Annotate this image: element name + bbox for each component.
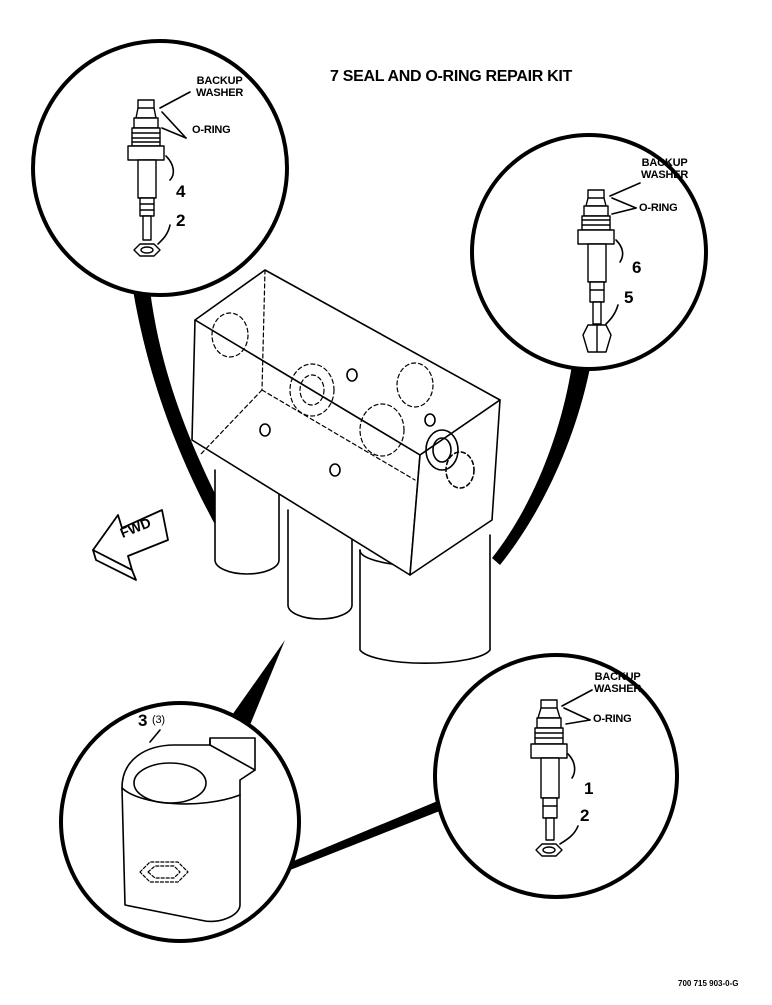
- part-number-5: 5: [624, 288, 634, 307]
- part-number-2-bottom-right: 2: [580, 806, 590, 825]
- part-number-1: 1: [584, 779, 594, 798]
- label-oring-top-right: O-RING: [639, 202, 678, 214]
- leader-arm-top-right: [492, 365, 590, 565]
- drawing-code: 700 715 903-0-G: [678, 979, 739, 988]
- valve-block-assembly: [191, 269, 501, 665]
- part-3-quantity: (3): [152, 714, 165, 726]
- check-valve-part-1: [530, 699, 568, 857]
- valve-body-part-3: [121, 737, 256, 923]
- part-number-3: 3: [138, 711, 148, 730]
- part-number-6: 6: [632, 258, 642, 277]
- leader-arm-top-left: [133, 290, 228, 530]
- leader-arm-bottom-left: [230, 640, 285, 725]
- callout-circle-top-left: [31, 39, 289, 297]
- check-valve-part-4: [127, 99, 165, 257]
- label-oring-top-left: O-RING: [192, 124, 231, 136]
- part-number-4: 4: [176, 182, 186, 201]
- callout-circle-bottom-left: [59, 701, 301, 943]
- cylinder-left: [214, 469, 280, 575]
- cylinder-middle: [287, 509, 353, 620]
- check-valve-part-6: [577, 189, 615, 353]
- label-oring-bottom-right: O-RING: [593, 713, 632, 725]
- part-number-2-top-left: 2: [176, 211, 186, 230]
- fwd-arrow: [92, 509, 169, 581]
- callout-circle-bottom-right: [433, 653, 679, 899]
- callout-circle-top-right: [470, 133, 708, 371]
- page-title: 7 SEAL AND O-RING REPAIR KIT: [330, 68, 572, 85]
